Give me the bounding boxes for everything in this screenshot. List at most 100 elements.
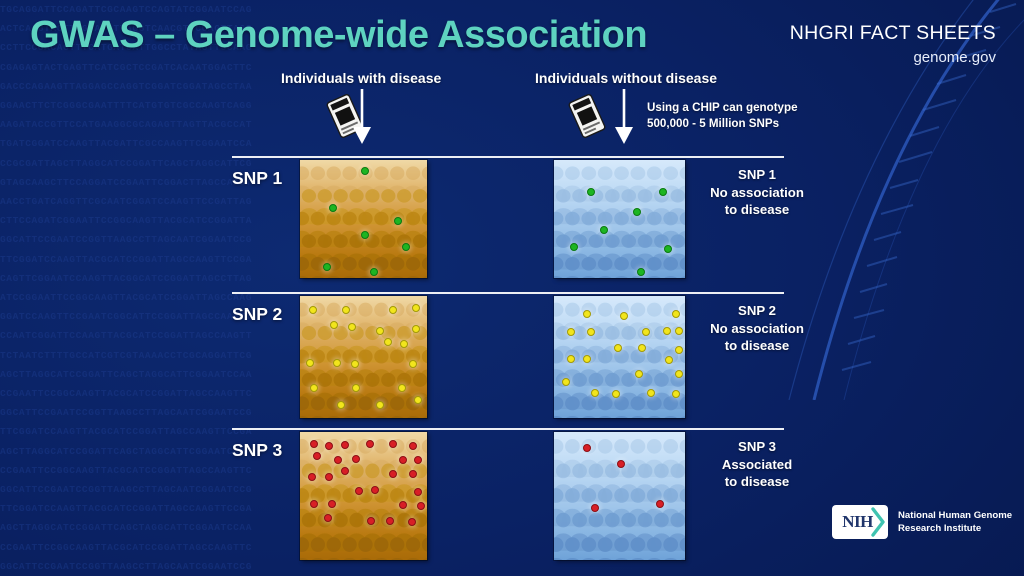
snp-marker-dot bbox=[664, 244, 673, 253]
snp-marker-dot bbox=[636, 268, 645, 276]
crowd-silhouettes bbox=[300, 296, 427, 418]
dna-sequence-line: AGCTTAGGCATCCGGATTCAGCTAGGCATTCGGAATCCAA bbox=[0, 368, 253, 380]
snp-marker-dot bbox=[388, 440, 397, 448]
snp-row-description-line-2: No association bbox=[710, 320, 804, 336]
snp-marker-dot bbox=[397, 383, 406, 392]
snp-marker-dot bbox=[350, 359, 359, 368]
snp-marker-dot bbox=[409, 442, 418, 450]
snp-marker-dot bbox=[611, 390, 620, 399]
snp-marker-dot bbox=[369, 268, 378, 276]
snp-marker-dot bbox=[399, 456, 408, 464]
snp-marker-dot bbox=[632, 207, 641, 216]
crowd-silhouettes bbox=[300, 160, 427, 278]
nih-logo-name: National Human Genome Research Institute bbox=[898, 509, 1012, 535]
dna-sequence-line: GGCATTCCGAATCCGGTTAAGCCTTAGCAATCGGAATCCG bbox=[0, 560, 253, 572]
snp-marker-dot bbox=[330, 320, 339, 329]
snp-marker-dot bbox=[567, 355, 576, 364]
snp-marker-dot bbox=[393, 217, 402, 226]
dna-sequence-line: CTTCCAGATCGGAATTCCGGCAAGTTACGCATCCGGATTA bbox=[0, 215, 253, 227]
snp-marker-dot bbox=[400, 339, 409, 348]
snp-marker-dot bbox=[561, 377, 570, 386]
crowd-silhouettes bbox=[554, 160, 685, 278]
snp-marker-dot bbox=[411, 303, 420, 312]
snp-marker-dot bbox=[329, 204, 338, 213]
snp-marker-dot bbox=[635, 370, 644, 379]
snp-marker-dot bbox=[671, 390, 680, 399]
snp-marker-dot bbox=[341, 305, 350, 314]
dna-sequence-line: AAGATACCGTTCCATGAAGGCGCAGAGTTAGTTACGCCAT bbox=[0, 119, 253, 131]
snp-row-description-line-3: to disease bbox=[724, 474, 790, 489]
row-divider bbox=[232, 292, 784, 294]
dna-sequence-line: CCAATCGGATTCCAAGTTACGCATCCGGATTAGCCAAGTT bbox=[0, 330, 253, 342]
nih-logo-name-line-1: National Human Genome bbox=[898, 510, 1013, 521]
snp-marker-dot bbox=[567, 328, 576, 337]
snp-marker-dot bbox=[399, 501, 408, 509]
snp-row-label: SNP 3 bbox=[232, 440, 283, 460]
snp-row-description: SNP 3 Associated to disease bbox=[698, 438, 816, 491]
snp-marker-dot bbox=[637, 343, 646, 352]
snp-marker-dot bbox=[599, 226, 608, 235]
cases-population-panel bbox=[300, 432, 427, 560]
snp-marker-dot bbox=[641, 328, 650, 337]
snp-marker-dot bbox=[386, 517, 395, 525]
snp-marker-dot bbox=[569, 242, 578, 251]
snp-marker-dot bbox=[586, 328, 595, 337]
snp-marker-dot bbox=[614, 343, 623, 352]
snp-marker-dot bbox=[367, 517, 376, 525]
snp-marker-dot bbox=[590, 389, 599, 398]
snp-marker-dot bbox=[324, 514, 333, 522]
snp-marker-dot bbox=[414, 396, 423, 405]
snp-row-description-line-3: to disease bbox=[724, 202, 790, 217]
snp-row-description-line-2: Associated bbox=[721, 456, 793, 472]
snp-marker-dot bbox=[336, 400, 345, 409]
snp-marker-dot bbox=[619, 312, 628, 321]
dna-sequence-line: CCGAATTCCGGCAAGTTACGCATCCGGATTAGCCAAGTTC bbox=[0, 464, 253, 476]
snp-marker-dot bbox=[366, 440, 375, 448]
snp-row-label: SNP 1 bbox=[232, 168, 283, 188]
snp-marker-dot bbox=[671, 310, 680, 319]
snp-marker-dot bbox=[409, 470, 418, 478]
brand-line-1: NHGRI FACT SHEETS bbox=[789, 22, 996, 44]
snp-marker-dot bbox=[310, 500, 319, 508]
snp-row-description-line-1: SNP 1 bbox=[738, 167, 776, 182]
snp-marker-dot bbox=[325, 442, 334, 450]
snp-marker-dot bbox=[416, 502, 425, 510]
snp-marker-dot bbox=[371, 486, 380, 494]
down-arrow-icon bbox=[611, 89, 637, 145]
brand-block: NHGRI FACT SHEETS genome.gov bbox=[790, 22, 996, 66]
page-title: GWAS – Genome-wide Association bbox=[30, 14, 648, 56]
dna-sequence-line: CGAGAGTACTGAGTTCATCGCTCCGATCACAATGGACTTC bbox=[0, 61, 253, 73]
snp-row-description-line-1: SNP 3 bbox=[738, 439, 776, 454]
snp-marker-dot bbox=[376, 400, 385, 409]
microarray-chip-icon bbox=[325, 92, 365, 139]
chip-note-line-2: 500,000 - 5 Million SNPs bbox=[647, 117, 780, 130]
snp-marker-dot bbox=[388, 470, 397, 478]
dna-sequence-line: CAGTTCGGAATCCAAGTTACGGCATCCGGATTAGCCTTAG bbox=[0, 272, 253, 284]
crowd-silhouettes bbox=[300, 432, 427, 560]
chip-note-line-1: Using a CHIP can genotype bbox=[647, 101, 798, 114]
snp-marker-dot bbox=[310, 383, 319, 392]
cases-population-panel bbox=[300, 160, 427, 278]
snp-marker-dot bbox=[322, 263, 331, 272]
snp-marker-dot bbox=[348, 322, 357, 331]
snp-marker-dot bbox=[414, 488, 423, 496]
snp-marker-dot bbox=[674, 370, 683, 379]
dna-sequence-line: GGAACTTCTCGGGCGAATTTTCATGTGTCGCCAAGTCAGG bbox=[0, 100, 253, 112]
snp-row-label: SNP 2 bbox=[232, 304, 283, 324]
controls-population-panel bbox=[554, 432, 685, 560]
dna-sequence-line: TTCGGATCCAAGTTACGCATCCGGATTAGCCAAGTTCCGA bbox=[0, 503, 253, 515]
chevron-right-icon bbox=[871, 507, 885, 537]
snp-marker-dot bbox=[352, 455, 361, 463]
snp-marker-dot bbox=[590, 504, 599, 512]
snp-marker-dot bbox=[647, 389, 655, 398]
dna-sequence-line: CCGAATTCCGGCAAGTTACGCATCCGGATTAGCCAAGTTC bbox=[0, 541, 253, 553]
controls-column-heading: Individuals without disease bbox=[535, 70, 718, 86]
nih-logo-mark: NIH bbox=[832, 505, 888, 539]
snp-marker-dot bbox=[360, 230, 369, 239]
snp-marker-dot bbox=[582, 355, 591, 364]
snp-marker-dot bbox=[586, 187, 595, 196]
snp-marker-dot bbox=[674, 327, 683, 336]
